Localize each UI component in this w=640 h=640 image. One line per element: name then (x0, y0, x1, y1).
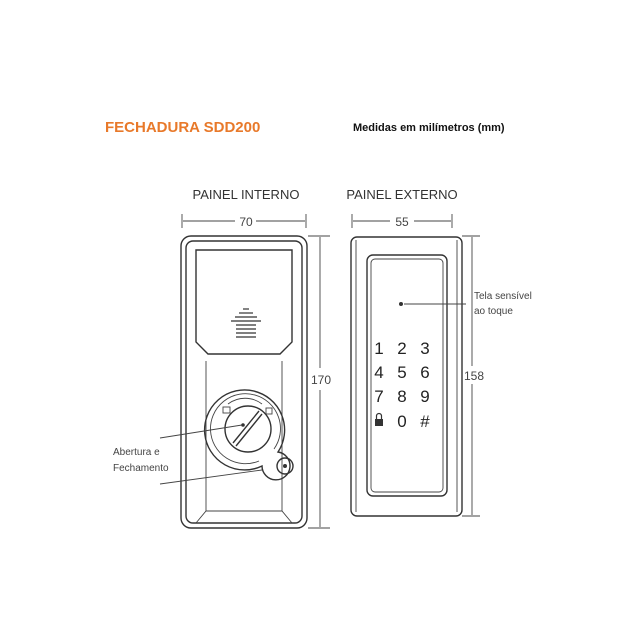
unlocked-icon (265, 407, 273, 415)
internal-panel: PAINEL INTERNO 70 (113, 187, 331, 529)
callout-label-line1: Abertura e (113, 447, 160, 458)
keypad-key: 8 (397, 387, 406, 406)
keypad-key: 3 (420, 339, 429, 358)
lock-key-icon (375, 412, 383, 426)
external-width-value: 55 (395, 215, 409, 229)
product-title: FECHADURA SDD200 (105, 119, 260, 136)
keypad-key: 7 (374, 387, 383, 406)
width-dimension-external: 55 (351, 214, 453, 229)
locked-icon (222, 406, 231, 414)
keypad-key: 4 (374, 363, 383, 382)
keypad-key: 1 (374, 339, 383, 358)
keypad-key: 2 (397, 339, 406, 358)
keypad-key: # (420, 412, 430, 431)
callout-label-line2: Fechamento (113, 463, 169, 474)
keypad-key: 6 (420, 363, 429, 382)
width-dimension-internal: 70 (181, 214, 307, 229)
touch-screen-label-line1: Tela sensível (474, 291, 532, 302)
internal-height-value: 170 (311, 373, 331, 387)
thumb-turn-knob (203, 389, 294, 481)
units-note: Medidas em milímetros (mm) (353, 122, 505, 134)
external-panel-label: PAINEL EXTERNO (346, 187, 457, 202)
external-height-value: 158 (464, 369, 484, 383)
height-dimension-internal: 170 (308, 235, 331, 529)
internal-width-value: 70 (239, 215, 253, 229)
touch-screen-label-line2: ao toque (474, 306, 513, 317)
keypad-key: 9 (420, 387, 429, 406)
internal-panel-label: PAINEL INTERNO (193, 187, 300, 202)
height-dimension-external: 158 (462, 235, 484, 517)
keypad-key: 0 (397, 412, 406, 431)
keypad-key: 5 (397, 363, 406, 382)
arrow-up-icon (231, 308, 261, 338)
